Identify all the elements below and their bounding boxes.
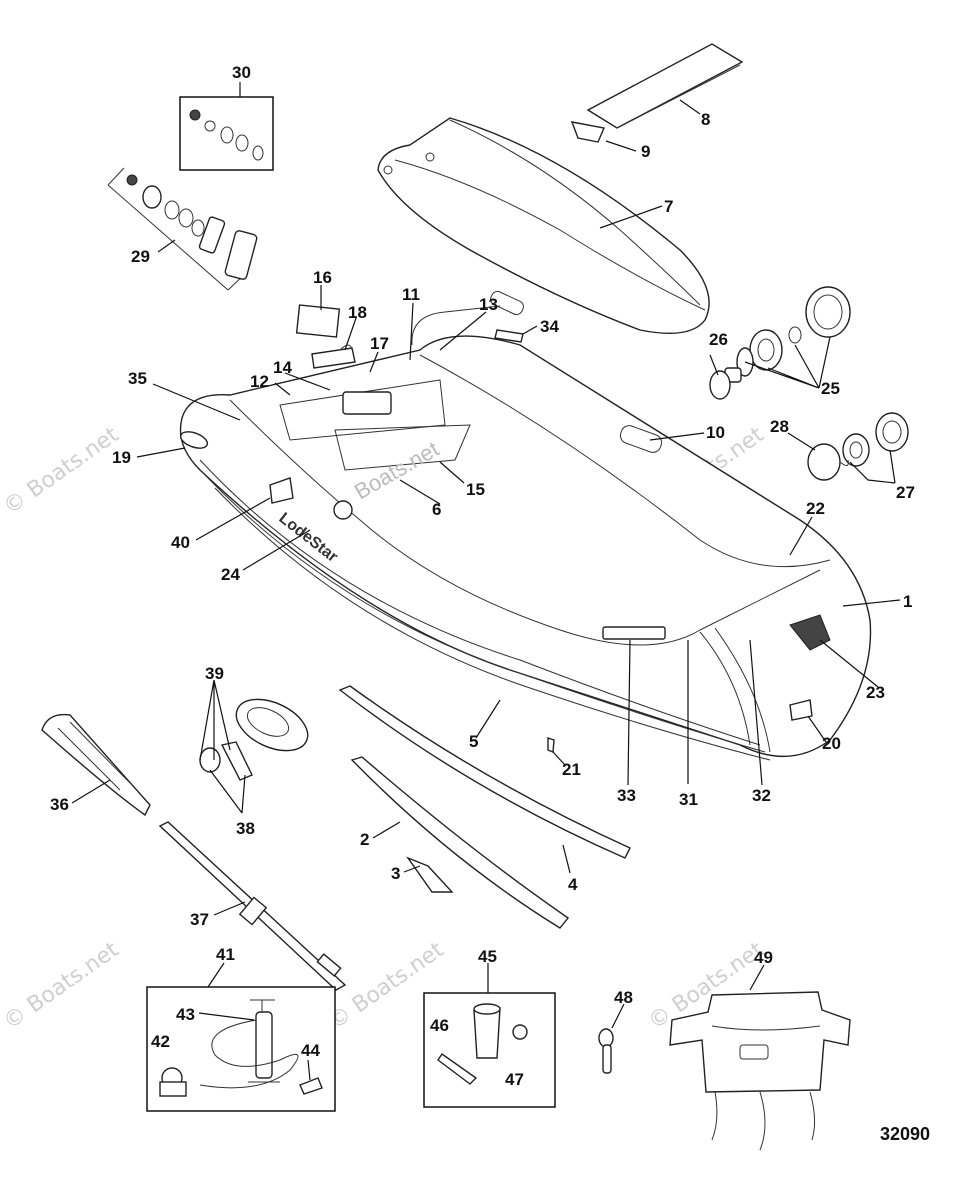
callout-37: 37 [190, 910, 209, 929]
callout-34: 34 [540, 317, 559, 336]
callout-39: 39 [205, 664, 224, 683]
callout-13: 13 [479, 295, 498, 314]
callout-8: 8 [701, 110, 710, 129]
small-label [494, 329, 524, 343]
valve-set [107, 167, 258, 291]
callout-18: 18 [348, 303, 367, 322]
callout-27: 27 [896, 483, 915, 502]
callout-32: 32 [752, 786, 771, 805]
callout-10: 10 [706, 423, 725, 442]
callout-15: 15 [466, 480, 485, 499]
adhesive-kit-box [423, 992, 556, 1108]
valve-assembly [709, 286, 851, 400]
callout-14: 14 [273, 358, 292, 377]
callout-49: 49 [754, 948, 773, 967]
callout-35: 35 [128, 369, 147, 388]
callout-19: 19 [112, 448, 131, 467]
callout-1: 1 [903, 592, 912, 611]
patch-plate [295, 304, 341, 338]
callout-20: 20 [822, 734, 841, 753]
callout-29: 29 [131, 247, 150, 266]
leader-lines [71, 82, 901, 1081]
strakes [338, 685, 631, 929]
drain-plug [598, 1028, 614, 1074]
boat-hull: LodeStar Boats.net [179, 290, 872, 761]
callout-33: 33 [617, 786, 636, 805]
watermark: © Boats.net [0, 937, 124, 1035]
callout-40: 40 [171, 533, 190, 552]
callout-3: 3 [391, 864, 400, 883]
callout-22: 22 [806, 499, 825, 518]
callout-16: 16 [313, 268, 332, 287]
callout-25: 25 [821, 379, 840, 398]
callout-38: 38 [236, 819, 255, 838]
patch-strip [311, 347, 356, 369]
callout-30: 30 [232, 63, 251, 82]
callout-5: 5 [469, 732, 478, 751]
repair-kit-box [179, 96, 274, 171]
callout-7: 7 [664, 197, 673, 216]
floor-board [377, 117, 710, 335]
callout-labels: 1 2 3 4 5 6 7 8 9 10 11 12 13 14 15 16 1… [50, 63, 915, 1089]
callout-45: 45 [478, 947, 497, 966]
callout-6: 6 [432, 500, 441, 519]
callout-26: 26 [709, 330, 728, 349]
callout-31: 31 [679, 790, 698, 809]
callout-36: 36 [50, 795, 69, 814]
oar [41, 713, 347, 991]
callout-28: 28 [770, 417, 789, 436]
callout-41: 41 [216, 945, 235, 964]
callout-44: 44 [301, 1041, 320, 1060]
oar-lock [199, 698, 309, 781]
callout-24: 24 [221, 565, 240, 584]
valve-cap-assembly [807, 412, 909, 481]
callout-4: 4 [568, 875, 578, 894]
callout-47: 47 [505, 1070, 524, 1089]
callout-12: 12 [250, 372, 269, 391]
callout-21: 21 [562, 760, 581, 779]
boat-cover [669, 991, 851, 1151]
callout-48: 48 [614, 988, 633, 1007]
watermark: © Boats.net [0, 422, 124, 520]
callout-11: 11 [402, 285, 420, 304]
callout-2: 2 [360, 830, 369, 849]
pump-kit-box [146, 986, 336, 1112]
callout-46: 46 [430, 1016, 449, 1035]
callout-23: 23 [866, 683, 885, 702]
callout-43: 43 [176, 1005, 195, 1024]
callout-42: 42 [151, 1032, 170, 1051]
callout-9: 9 [641, 142, 650, 161]
figure-number: 32090 [880, 1124, 930, 1144]
seat-plank [570, 43, 744, 143]
callout-17: 17 [370, 334, 389, 353]
